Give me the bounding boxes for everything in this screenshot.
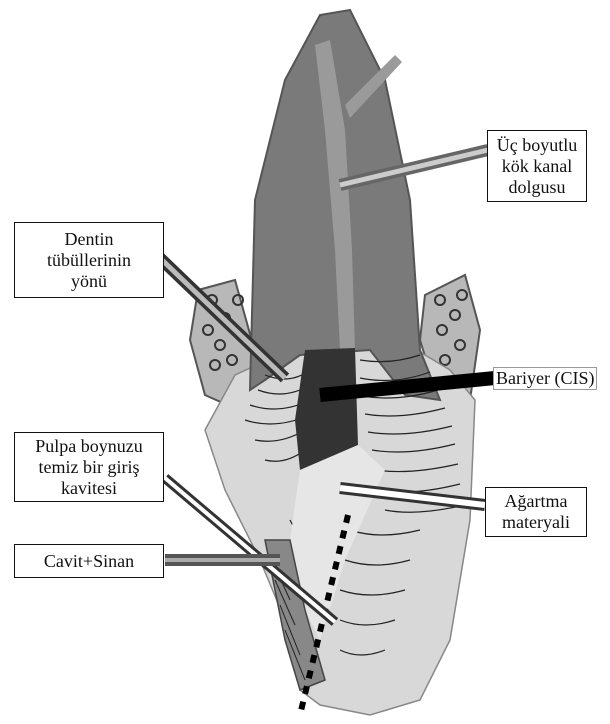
label-barrier: Bariyer (CIS) xyxy=(493,367,597,390)
label-root-canal-filling: Üç boyutlu kök kanal dolgusu xyxy=(487,130,587,202)
label-dentin-tubules: Dentin tübüllerinin yönü xyxy=(14,222,164,298)
label-bleaching-material: Ağartma materyali xyxy=(485,487,587,537)
label-cavit: Cavit+Sinan xyxy=(14,544,164,578)
label-pulp-horn: Pulpa boynuzu temiz bir giriş kavitesi xyxy=(14,432,164,502)
